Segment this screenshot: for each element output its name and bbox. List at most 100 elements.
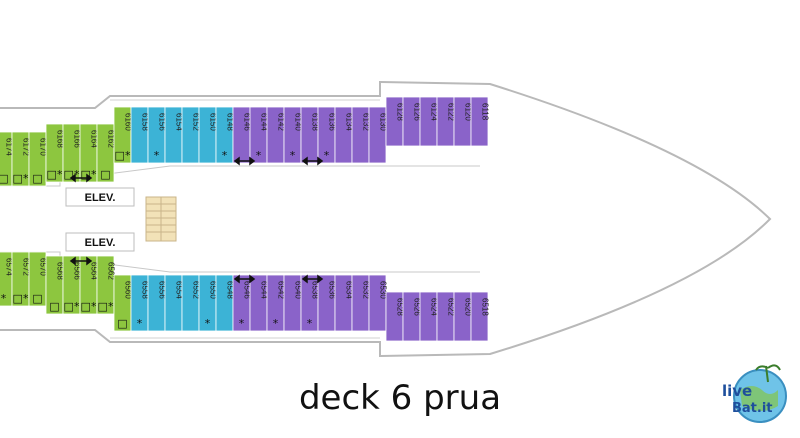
stairs [145, 196, 177, 242]
cabin-marker: □ [32, 292, 42, 305]
cabin-number: 6148 [226, 113, 235, 131]
cabin-6566: 6566□* [62, 255, 82, 315]
connecting-door-icons [69, 156, 324, 284]
cabin-number: 6546 [243, 281, 252, 299]
cabin-6568: 6568□ [45, 255, 65, 315]
cabin-6152: 6152 [181, 106, 201, 164]
cabin-6142: 6142 [266, 106, 286, 164]
cabin-6172: 6172□* [11, 131, 31, 187]
palm-tree-icon [755, 364, 781, 383]
elevator-label-top: ELEV. [85, 192, 116, 204]
cabin-6520: 6520 [453, 291, 473, 342]
cabin-6118: 6118 [470, 96, 490, 147]
cabin-6540: 6540 [283, 274, 303, 332]
cabin-6134: 6134 [334, 106, 354, 164]
cabin-6524: 6524 [419, 291, 439, 342]
cabin-number: 6544 [260, 281, 269, 299]
cabin-6562: 6562 □* [96, 255, 116, 315]
deck-caption: deck 6 prua [298, 378, 502, 418]
cabin-6552: 6552 [181, 274, 201, 332]
cabin-6542: 6542* [266, 274, 286, 332]
cabin-number: 6548 [226, 281, 235, 299]
cabin-marker: * [205, 317, 211, 330]
cabin-6570: 6570□ [28, 251, 48, 307]
cabin-6148: 6148* [215, 106, 235, 164]
cabin-number: 6136 [328, 113, 337, 131]
liveboat-logo: live Bat.it [722, 364, 787, 423]
cabin-number: 6554 [175, 281, 184, 299]
cabin-number: 6124 [430, 103, 439, 121]
cabin-number: 6158 [141, 113, 150, 131]
connecting-door-icon [69, 173, 93, 183]
cabin-number: 6562 [107, 262, 116, 280]
cabin-6530: 6530 [368, 274, 388, 332]
cabin-marker: □* [115, 149, 131, 162]
cabin-number: 6528 [396, 298, 405, 316]
connecting-door-icon [233, 156, 256, 166]
cabin-6522: 6522 [436, 291, 456, 342]
cabin-number: 6526 [413, 298, 422, 316]
elevator-label-bottom: ELEV. [85, 237, 116, 249]
connecting-door-icon [69, 256, 93, 266]
cabin-6534: 6534 [334, 274, 354, 332]
cabin-marker: * [137, 317, 143, 330]
cabin-marker: * [154, 149, 160, 162]
cabin-6130: 6130 [368, 106, 388, 164]
cabin-number: 6152 [192, 113, 201, 131]
cabin-number: 6170 [39, 138, 48, 156]
cabin-number: 6518 [481, 298, 490, 316]
cabin-6158: 6158 [130, 106, 150, 164]
cabin-6138: 6138 [300, 106, 320, 164]
cabin-number: 6140 [294, 113, 303, 131]
cabin-6554: 6554 [164, 274, 184, 332]
cabin-number: 6154 [175, 113, 184, 131]
cabin-6574: 6574* [0, 251, 14, 307]
cabin-number: 6556 [158, 281, 167, 299]
cabin-6548: 6548 [215, 274, 235, 332]
cabin-number: 6558 [141, 281, 150, 299]
cabin-6544: 6544 [249, 274, 269, 332]
cabin-6160: 6160□* [113, 106, 133, 164]
cabin-marker: □* [13, 292, 29, 305]
svg-text:Bat.it: Bat.it [732, 401, 773, 416]
cabin-number: 6130 [379, 113, 388, 131]
cabin-number: 6572 [22, 258, 31, 276]
cabin-6550: 6550* [198, 274, 218, 332]
cabin-number: 6132 [362, 113, 371, 131]
cabin-number: 6564 [90, 262, 99, 280]
cabin-marker: □* [98, 300, 114, 313]
cabin-number: 6568 [56, 262, 65, 280]
cabin-box [470, 291, 489, 342]
cabin-number: 6174 [5, 138, 14, 156]
cabin-marker: □ [100, 168, 110, 181]
top-cabin-row: 6174□6172□*6170□6168□*6166□*6164□*6162□6… [0, 96, 490, 187]
cabin-number: 6150 [209, 113, 218, 131]
cabin-number: 6118 [481, 103, 490, 121]
cabin-6162: 6162□ [96, 123, 116, 183]
svg-text:live: live [722, 382, 752, 400]
cabin-6140: 6140* [283, 106, 303, 164]
connecting-door-icon [233, 274, 256, 284]
cabin-box [470, 96, 489, 147]
cabin-6156: 6156* [147, 106, 167, 164]
cabin-6532: 6532 [351, 274, 371, 332]
cabin-6168: 6168□* [45, 123, 65, 183]
elevator-bottom: ELEV. [65, 232, 135, 252]
cabin-number: 6522 [447, 298, 456, 316]
cabin-marker: □* [64, 300, 80, 313]
cabin-6154: 6154 [164, 106, 184, 164]
cabin-marker: * [256, 149, 262, 162]
cabin-6538: 6538* [300, 274, 320, 332]
cabin-number: 6574 [5, 258, 14, 276]
cabin-number: 6168 [56, 130, 65, 148]
cabin-6558: 6558 * [130, 274, 150, 332]
cabin-number: 6530 [379, 281, 388, 299]
cabin-6132: 6132 [351, 106, 371, 164]
cabin-marker: * [307, 317, 313, 330]
cabin-6120: 6120 [453, 96, 473, 147]
cabin-number: 6144 [260, 113, 269, 131]
cabin-number: 6138 [311, 113, 320, 131]
cabin-number: 6134 [345, 113, 354, 131]
cabin-6546: 6546* [232, 274, 252, 332]
